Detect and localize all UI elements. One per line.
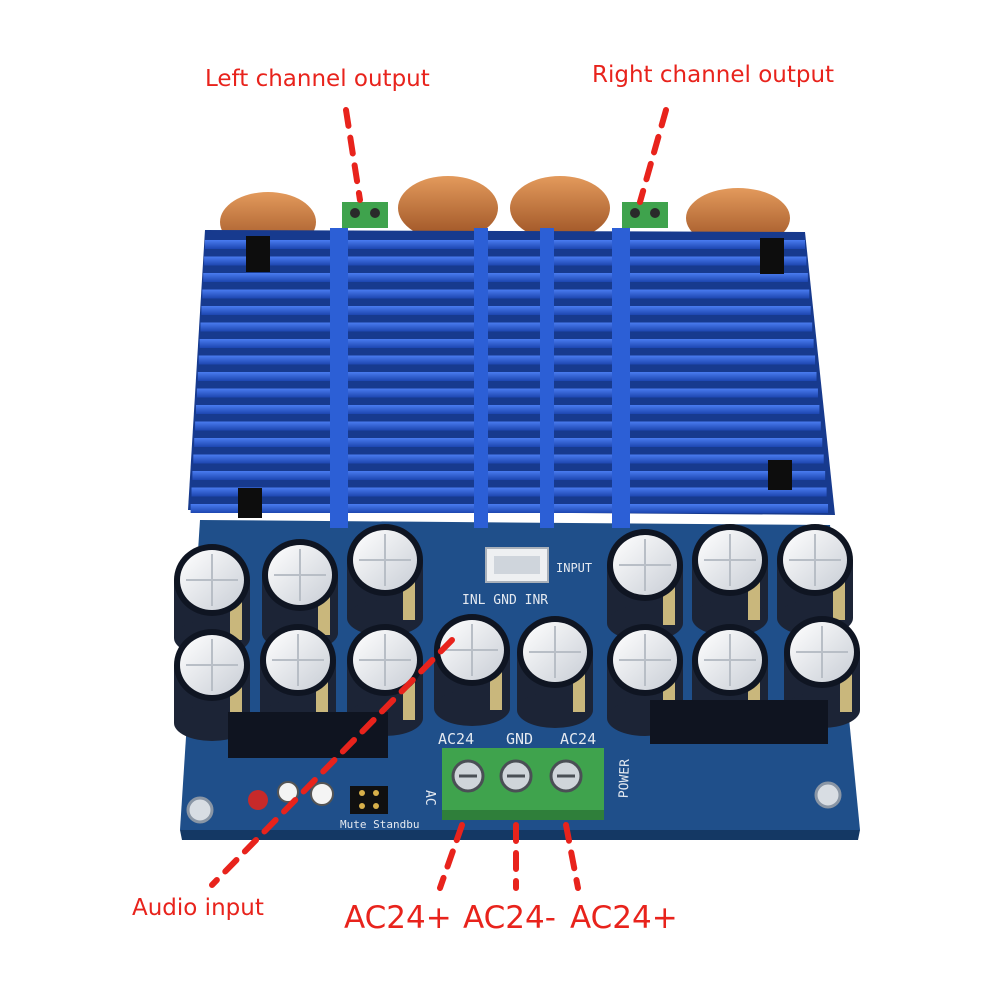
heatsink-fins [190,240,829,513]
input-connector: INPUT INL GND INR [462,547,592,608]
heatsink-fin [190,504,829,513]
heatsink-fin [200,322,813,332]
capacitor [434,614,510,726]
audio-input-label: Audio input [132,895,264,921]
silk-ac: AC [422,790,437,806]
capacitor [260,624,336,736]
rectifier-blocks [228,700,828,758]
heatsink-fin [204,256,807,266]
ac-terminal-1-label: AC24+ [344,900,452,936]
ac-terminal-2-label: AC24- [463,900,556,936]
mounting-holes [186,781,842,824]
right-channel-output-label: Right channel output [592,62,835,88]
heatsink-fin [203,273,808,282]
silk-mute-standby: Mute Standbu [340,818,419,831]
callout-leader-lines [209,107,669,891]
heatsink-fin [197,372,817,381]
heatsink-fin [196,388,818,398]
heatsink-fin [191,487,827,497]
ac-terminal-3-label: AC24+ [570,900,678,936]
heatsink-fin [196,405,820,414]
heatsink-fin [198,355,816,365]
heatsink-fin [199,339,814,348]
heatsink-fin [195,421,821,431]
capacitor [692,524,768,636]
heatsink-fin [193,454,824,464]
silk-input: INPUT [556,561,592,575]
heatsink-fin [194,438,823,447]
silk-gnd: GND [506,730,533,748]
capacitor [347,624,423,736]
heatsink-fin [205,240,805,249]
silk-power: POWER [617,759,633,799]
silk-ac24-right: AC24 [560,730,596,748]
left-channel-output-label: Left channel output [205,66,430,92]
heatsink-fin [201,306,811,315]
capacitor [517,616,593,728]
silk-ac24-left: AC24 [438,730,474,748]
capacitor [347,524,423,636]
silk-inl-gnd-inr: INL GND INR [462,593,548,608]
power-terminal-block: AC24 GND AC24 POWER AC [422,730,633,820]
heatsink-fin [192,471,826,480]
heatsink [188,228,835,528]
heatsink-fin [202,289,810,299]
output-terminals [342,202,668,228]
mute-standby-section: Mute Standbu [248,781,419,831]
